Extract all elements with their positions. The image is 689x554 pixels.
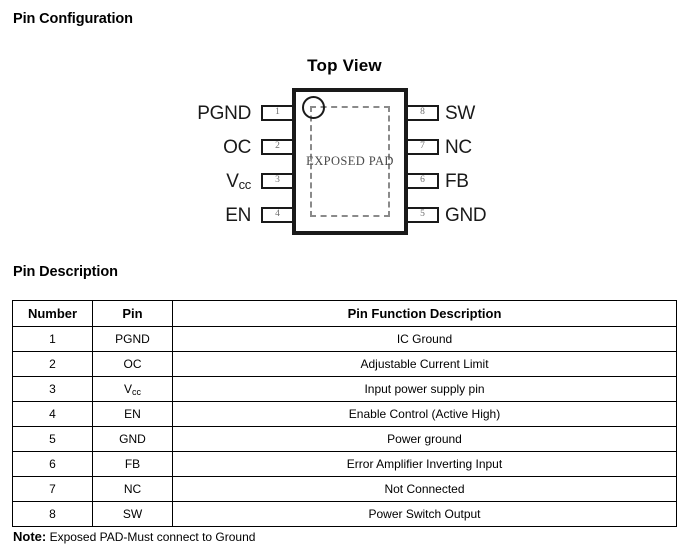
cell-number: 4 (12, 401, 93, 427)
table-row: 6 FB Error Amplifier Inverting Input (12, 451, 677, 477)
pin1-indicator-circle-icon (302, 96, 325, 119)
exposed-pad-label: EXPOSED PAD (306, 154, 394, 168)
cell-description: Power ground (172, 426, 677, 452)
cell-description: Power Switch Output (172, 501, 677, 527)
pin-lead-6: 6 (406, 173, 439, 189)
ic-package-body: EXPOSED PAD (292, 88, 408, 235)
page-title-pin-configuration: Pin Configuration (13, 11, 133, 27)
table-row: 3 Vcc Input power supply pin (12, 376, 677, 402)
cell-pin: Vcc (92, 376, 173, 402)
cell-pin: FB (92, 451, 173, 477)
pin-label-vcc-base: V (226, 171, 239, 192)
cell-pin-subscript: cc (132, 387, 141, 397)
cell-description: Error Amplifier Inverting Input (172, 451, 677, 477)
cell-description: Input power supply pin (172, 376, 677, 402)
pin-label-pgnd: PGND (197, 103, 251, 124)
cell-number: 5 (12, 426, 93, 452)
cell-number: 3 (12, 376, 93, 402)
cell-pin: PGND (92, 326, 173, 352)
pin-lead-4: 4 (261, 207, 294, 223)
pin-lead-number-5: 5 (420, 209, 425, 219)
note-line: Note: Exposed PAD-Must connect to Ground (13, 529, 255, 544)
cell-pin: SW (92, 501, 173, 527)
pin-lead-number-8: 8 (420, 107, 425, 117)
pin-label-oc: OC (223, 137, 251, 158)
pin-label-sw: SW (445, 103, 476, 124)
cell-description: IC Ground (172, 326, 677, 352)
pin-lead-number-7: 7 (420, 141, 425, 151)
pin-lead-3: 3 (261, 173, 294, 189)
page-title-pin-description: Pin Description (13, 264, 118, 280)
pin-lead-7: 7 (406, 139, 439, 155)
pin-description-table: Number Pin Pin Function Description 1 PG… (12, 300, 677, 527)
note-text: Exposed PAD-Must connect to Ground (49, 530, 256, 544)
pin-lead-number-3: 3 (275, 175, 280, 185)
cell-number: 1 (12, 326, 93, 352)
column-header-description: Pin Function Description (172, 300, 677, 327)
cell-description: Adjustable Current Limit (172, 351, 677, 377)
cell-number: 7 (12, 476, 93, 502)
column-header-number: Number (12, 300, 93, 327)
table-header-row: Number Pin Pin Function Description (12, 300, 677, 327)
cell-pin: GND (92, 426, 173, 452)
pin-lead-8: 8 (406, 105, 439, 121)
pin-lead-1: 1 (261, 105, 294, 121)
column-header-pin: Pin (92, 300, 173, 327)
pin-configuration-diagram: Top View EXPOSED PAD 1 2 3 4 8 7 6 5 PGN… (0, 48, 689, 253)
pin-label-fb: FB (445, 171, 469, 192)
pin-lead-2: 2 (261, 139, 294, 155)
pin-lead-number-4: 4 (275, 209, 280, 219)
exposed-pad-outline (310, 106, 390, 217)
pin-label-gnd: GND (445, 205, 487, 226)
cell-number: 6 (12, 451, 93, 477)
note-label: Note: (13, 529, 47, 544)
pin-label-vcc-subscript: cc (238, 177, 252, 192)
cell-number: 2 (12, 351, 93, 377)
table-row: 1 PGND IC Ground (12, 326, 677, 352)
cell-description: Enable Control (Active High) (172, 401, 677, 427)
cell-number: 8 (12, 501, 93, 527)
top-view-label: Top View (0, 56, 689, 76)
cell-description: Not Connected (172, 476, 677, 502)
cell-pin: EN (92, 401, 173, 427)
pin-lead-5: 5 (406, 207, 439, 223)
table-row: 7 NC Not Connected (12, 476, 677, 502)
cell-pin: NC (92, 476, 173, 502)
pin-lead-number-1: 1 (275, 107, 280, 117)
pin-label-vcc: Vcc (226, 172, 251, 192)
pin-label-en: EN (225, 205, 251, 226)
table-row: 5 GND Power ground (12, 426, 677, 452)
table-row: 4 EN Enable Control (Active High) (12, 401, 677, 427)
pin-lead-number-6: 6 (420, 175, 425, 185)
cell-pin-base: V (123, 382, 132, 396)
table-row: 8 SW Power Switch Output (12, 501, 677, 527)
pin-label-nc: NC (445, 137, 472, 158)
pin-lead-number-2: 2 (275, 141, 280, 151)
cell-pin: OC (92, 351, 173, 377)
top-view-text: Top View (307, 56, 382, 75)
table-row: 2 OC Adjustable Current Limit (12, 351, 677, 377)
